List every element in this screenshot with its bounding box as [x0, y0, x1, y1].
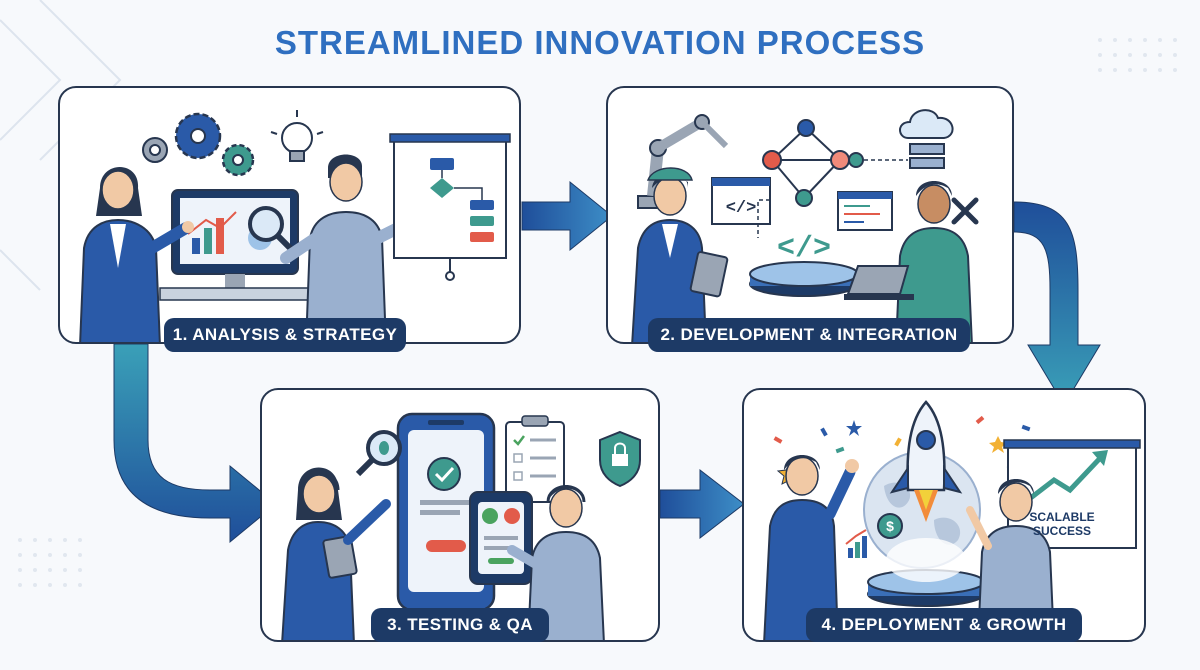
svg-text:$: $	[886, 518, 894, 534]
hologram-pedestal: </>	[749, 232, 859, 297]
development-scene: </> </>	[631, 109, 979, 342]
flowchart-board	[389, 133, 511, 281]
panel-deployment-growth: $ SCAL	[742, 388, 1146, 642]
man-developer	[844, 181, 973, 342]
panel-testing-qa	[260, 388, 660, 642]
desk	[159, 287, 321, 301]
panel-analysis-strategy	[58, 86, 521, 344]
page-title: STREAMLINED INNOVATION PROCESS	[274, 24, 926, 61]
board-caption-line-1: SCALABLE	[1029, 510, 1095, 524]
magnifier-icon	[248, 206, 299, 257]
cloud-server-icon	[899, 109, 954, 169]
step-label-analysis: 1. ANALYSIS & STRATEGY	[164, 318, 406, 352]
arrow-1-to-3	[113, 343, 277, 544]
bar-chart-icon	[845, 529, 867, 558]
network-graph-icon	[762, 119, 864, 207]
board-caption: SCALABLE SUCCESS	[1014, 510, 1110, 538]
step-label-deployment: 4. DEPLOYMENT & GROWTH	[806, 608, 1082, 642]
man-cheering	[763, 455, 859, 640]
step-label-testing: 3. TESTING & QA	[371, 608, 549, 642]
gear-icon	[221, 143, 255, 177]
tablet-icon	[469, 491, 533, 585]
svg-text:</>: </>	[777, 232, 831, 266]
woman-tester	[281, 467, 391, 640]
monitor-icon	[171, 189, 299, 294]
code-window-icon: </>	[711, 177, 771, 225]
step-label-development: 2. DEVELOPMENT & INTEGRATION	[648, 318, 970, 352]
wrench-icon	[951, 197, 979, 225]
testing-scene	[281, 412, 641, 640]
arrow-3-to-4	[659, 468, 745, 540]
deployment-scene: $	[763, 400, 1141, 640]
checklist-clipboard-icon	[505, 415, 565, 503]
analysis-scene	[79, 110, 511, 342]
panel-development-integration: </> </>	[606, 86, 1014, 344]
gear-icon	[142, 137, 168, 163]
shield-lock-icon	[599, 430, 641, 488]
launch-pedestal	[867, 538, 985, 607]
woman-developer	[631, 167, 729, 342]
lightbulb-icon	[270, 110, 324, 162]
woman-presenter	[79, 167, 194, 342]
code-editor-icon	[837, 191, 893, 231]
svg-text:</>: </>	[726, 199, 757, 218]
arrow-1-to-2	[521, 180, 613, 252]
rocket-icon	[889, 400, 963, 522]
board-caption-line-2: SUCCESS	[1032, 524, 1091, 538]
gear-icon	[174, 112, 222, 160]
arrow-2-to-4	[1013, 201, 1101, 406]
dollar-coin-icon: $	[877, 513, 903, 539]
bug-magnifier-icon	[355, 430, 402, 477]
